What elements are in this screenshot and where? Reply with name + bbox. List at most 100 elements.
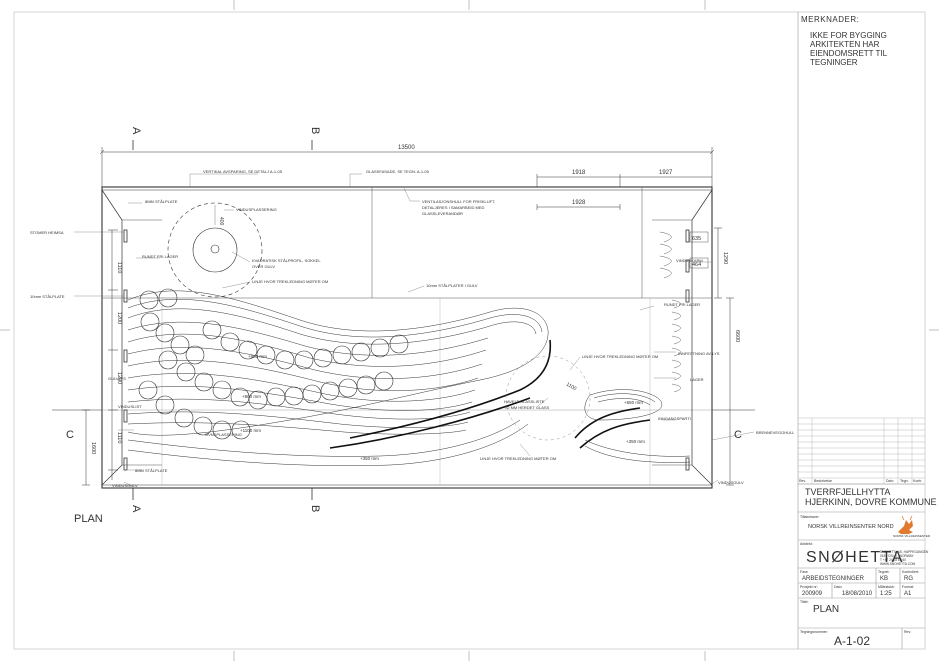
level-2: +800 mm [242,394,261,399]
section-marker-b-top: B [309,127,321,150]
note-vinduskarm: VINDUSKARM [676,258,703,263]
checked-value: RG [904,576,913,582]
svg-text:A: A [130,127,142,135]
dim-small-box [689,231,709,269]
checked-label: Kontrollert: [902,570,919,574]
dim-left-3: 1200 [116,372,122,384]
note-glass-1: HAVELT GLASSLISTE [504,399,545,404]
architect-address-4: WWW.SNOHETTA.COM [880,562,916,566]
section-marker-b-bottom: B [309,488,321,512]
level-5: +650 mm [624,400,643,405]
scale-label: Målestokk: [878,585,895,589]
dim-1928: 1928 [572,200,586,206]
drawing-title-label: Tittel: [800,600,808,604]
rev-col-checked: Kontr. [913,479,922,483]
notes-line-1: IKKE FOR BYGGING [810,31,887,40]
note-ventilasjon-1: VENTILASJONSHULL FOR FRISKLUFT, [422,199,495,204]
revision-grid [798,417,925,485]
dim-1927: 1927 [659,170,673,176]
note-inngang: INNGANGSPARTI [658,416,691,421]
note-vindusgulv: VINDUSGULV [718,480,744,485]
format-label: Format: [902,585,914,589]
date-value: 18/08/2010 [842,591,873,597]
dim-overall [99,147,715,187]
glass-radius [505,355,591,441]
drawing-title-value: PLAN [813,604,839,615]
note-ventilasjon-2: DETALJERES I SAMARBEID MED [422,205,484,210]
note-brann: BRENNEVEGGHULL [756,430,795,435]
client-label: Tiltakshaver [800,515,820,519]
note-gulvlys: GULVLYS [108,376,126,381]
reindeer-logo: NORSK VILLREINSENTER [893,515,931,538]
note-vinduslist: VINDUSLIST [118,404,142,409]
scale-value: 1:25 [880,591,892,597]
note-glassfasade: GLASSFASADE, SE TEGN. A-1-05 [366,169,430,174]
architect-label: Arkitekt: [800,542,813,546]
section-marker-c-right: C [712,409,755,441]
level-6: +350 mm [626,439,645,444]
building-outline [101,186,713,489]
drawing-no-value: A-1-02 [834,634,870,648]
section-marker-a-top: A [130,127,142,150]
wave-bench-edges [329,339,651,449]
note-stalplate-bot: 8MM STÅLPLATE [135,468,168,473]
dim-right-chain [714,227,734,486]
architect-address-3: T +47 24 15 60 60 [880,558,906,562]
sheet-border [13,11,926,650]
wave-bench-contours [127,290,549,467]
note-glass-2: TO MM HERDET GLASS [504,405,550,410]
date-label: Dato: [834,585,842,589]
architect-address-2: 0150 OSLO - NORWAY [880,554,914,558]
note-vertical: VERTIKAL AVSPARING, SE DETALJ A-1-05 [203,169,283,174]
note-ventilasjon-3: GLASSLEVERANDØR [422,211,463,216]
title-block-frame [798,483,925,649]
svg-text:A: A [130,505,142,513]
format-value: A1 [904,591,912,597]
svg-text:B: B [309,505,321,512]
client-name: NORSK VILLREINSENTER NORD [808,524,894,530]
section-marker-c-left: C [52,409,102,441]
project-no-value: 200909 [802,591,823,597]
architect-name: SNØHETTA [806,549,904,566]
note-linje-3: LINJE HVOR TREKLEDNING MØTER OM [480,456,556,461]
note-kvadr-1: KVADRATISK STÅLPROFIL, SOKKEL [252,258,321,263]
note-stalplate-top: 8MM STÅLPLATE [145,199,178,204]
leader-lines [74,173,755,487]
plan-drawing: 400 [30,127,795,513]
seat-circles-row-3 [138,380,251,440]
dim-top-right [536,174,712,210]
dim-464: 464 [692,262,701,268]
stove [192,227,238,273]
dim-left-2: 1200 [116,312,122,324]
drawn-value: KB [880,576,888,582]
right-wall-posts [685,229,690,471]
svg-text:C: C [66,429,74,441]
dim-1100: 1100 [565,382,578,393]
rev-col-desc: Beskrivelse [814,479,832,483]
note-kvadr-2: OVER GULV [252,264,275,269]
dim-left-4: 1110 [116,432,122,443]
note-lager: LAGER [690,377,704,382]
level-1: +800 mm [248,354,267,359]
rev-col-date: Dato [886,479,893,483]
dim-right-top: 1290 [722,252,728,264]
dim-right-total: 6600 [734,330,740,342]
rev-col-rev: Rev. [799,479,806,483]
notes-line-4: TEGNINGER [810,58,858,67]
dim-left-1: 1110 [116,262,122,273]
project-title-2: HJERKINN, DOVRE KOMMUNE [805,497,937,507]
dim-left-total: 1600 [90,442,96,454]
level-4: +350 mm [360,456,379,461]
left-wall-posts [123,229,128,471]
rev-col-drawn: Tegn. [900,479,909,483]
rev-label: Rev: [904,630,911,634]
drawn-label: Tegnet: [878,570,890,574]
section-marker-a-bottom: A [130,488,142,513]
architect-address-1: SNØHETTA AS, HAPPEGANGEN [880,550,929,554]
note-ovnsplass: OVNSPLASSERING [205,432,242,437]
right-upper-louvers [659,231,672,279]
note-stalplater-gulv: 10mm STÅLPLATER I GULV [426,283,478,288]
notes-line-3: EIENDOMSRETT TIL [810,49,888,58]
seat-circles-row-2 [158,350,394,410]
